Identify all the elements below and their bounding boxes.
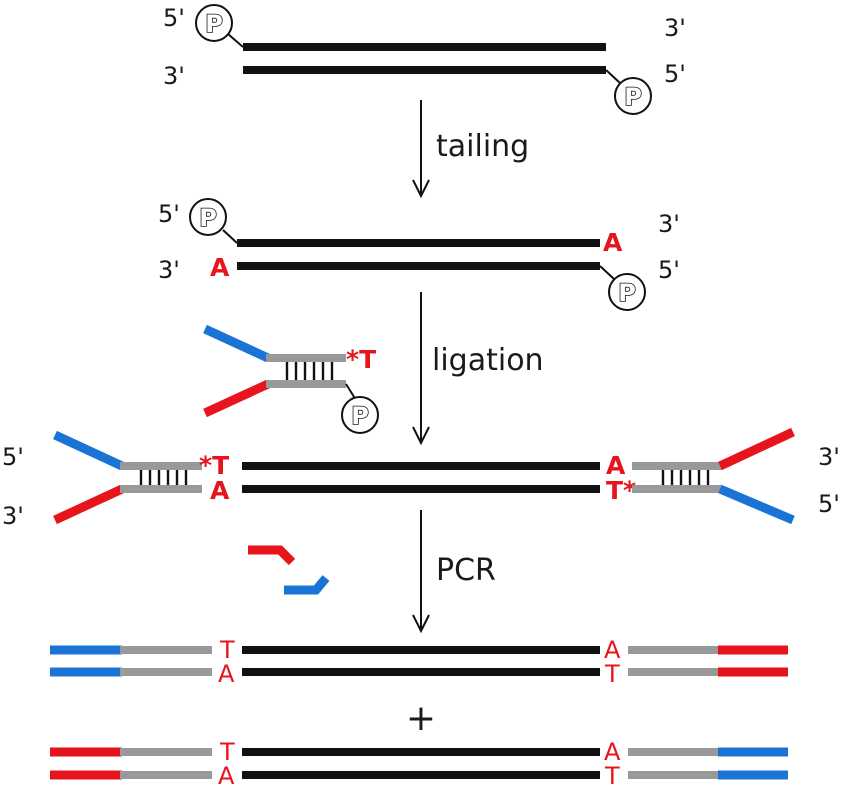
base-a: A — [604, 738, 621, 766]
stage-a-tailed-dna: P P A A 5' 3' 3' 5' — [158, 198, 680, 311]
base-pair-ticks — [661, 470, 710, 485]
phosphate-icon — [341, 396, 379, 434]
base-a: A — [218, 660, 235, 688]
adapter-red-arm — [203, 379, 270, 418]
step-label-pcr: PCR — [436, 553, 496, 588]
plus-sign: + — [406, 698, 436, 739]
a-overhang: A — [606, 451, 626, 480]
adapter-blue-arm — [53, 430, 124, 471]
adapter-red-arm — [718, 427, 795, 471]
step-tailing: tailing — [412, 100, 529, 199]
adapter-blue-arm — [718, 484, 795, 525]
y-adapter: *T P — [203, 324, 379, 434]
end-label-3prime: 3' — [658, 210, 680, 238]
end-label-5prime: 5' — [2, 443, 24, 471]
step-pcr: PCR — [412, 510, 496, 634]
a-overhang: A — [210, 476, 230, 505]
primer-red — [248, 545, 296, 566]
end-label-5prime: 5' — [158, 200, 180, 228]
phosphate-icon — [608, 273, 646, 311]
base-t: T — [219, 636, 235, 664]
end-label-3prime: 3' — [818, 443, 840, 471]
pcr-primers — [248, 545, 330, 595]
a-overhang: A — [603, 228, 623, 257]
pcr-product-1: T A A T — [50, 636, 788, 688]
end-label-3prime: 3' — [664, 14, 686, 42]
a-overhang: A — [210, 253, 230, 282]
end-label-3prime: 3' — [2, 502, 24, 530]
stage-adapter-ligated: *T A A T* 5' 3' 3' 5' — [2, 427, 840, 530]
phosphate-icon — [189, 198, 227, 236]
base-t: T — [604, 762, 620, 785]
adapter-blue-arm — [203, 324, 270, 363]
phosphate-icon — [195, 4, 233, 42]
end-label-3prime: 3' — [158, 256, 180, 284]
end-label-5prime: 5' — [658, 256, 680, 284]
phosphate-label: P — [624, 83, 642, 111]
adapter-red-arm — [53, 484, 124, 525]
base-a: A — [218, 762, 235, 785]
t-overhang-label: *T — [199, 451, 229, 480]
base-pair-ticks — [285, 362, 334, 380]
end-label-5prime: 5' — [664, 60, 686, 88]
end-label-5prime: 5' — [163, 4, 185, 32]
phosphate-label: P — [205, 10, 223, 38]
step-ligation: ligation — [412, 292, 544, 446]
base-a: A — [604, 636, 621, 664]
step-label-tailing: tailing — [436, 129, 529, 164]
step-label-ligation: ligation — [432, 343, 544, 378]
phosphate-label: P — [199, 204, 217, 232]
base-t: T — [219, 738, 235, 766]
phosphate-label: P — [618, 279, 636, 307]
stage-input-dna: P P 5' 3' 3' 5' — [163, 4, 686, 115]
end-label-3prime: 3' — [163, 62, 185, 90]
end-label-5prime: 5' — [818, 490, 840, 518]
pcr-product-2: T A A T — [50, 738, 788, 785]
base-pair-ticks — [139, 470, 188, 485]
base-t: T — [604, 660, 620, 688]
t-overhang-label: *T — [346, 345, 376, 374]
primer-blue — [284, 575, 330, 595]
t-overhang-label: T* — [606, 476, 636, 505]
phosphate-label: P — [351, 402, 369, 430]
phosphate-icon — [614, 77, 652, 115]
